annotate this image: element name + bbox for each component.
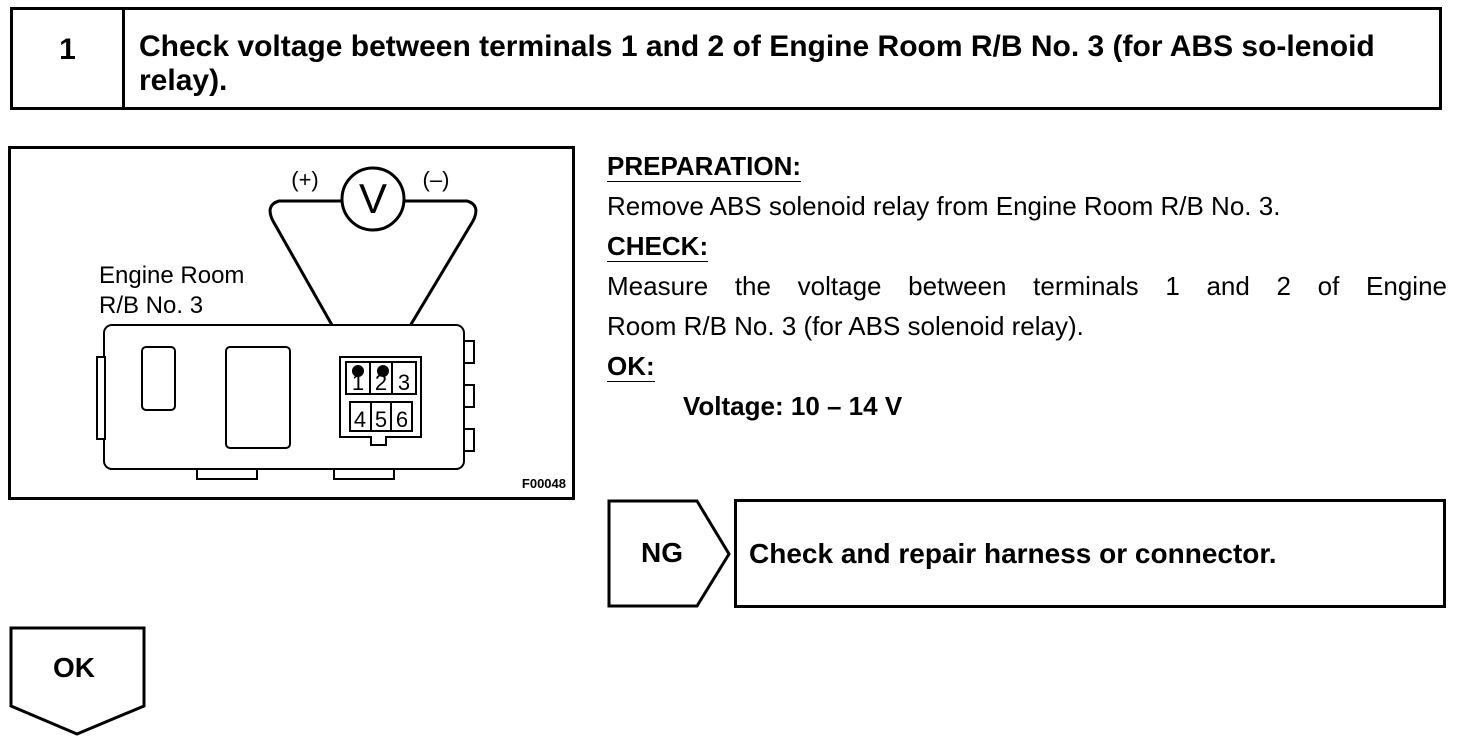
check-text-line1: Measure the voltage between terminals 1 … xyxy=(607,271,1447,301)
preparation-text: Remove ABS solenoid relay from Engine Ro… xyxy=(607,191,1281,221)
ng-action-text: Check and repair harness or connector. xyxy=(749,538,1277,569)
fuse-slot xyxy=(141,346,176,411)
ok-spec-value: Voltage: 10 – 14 V xyxy=(683,391,903,421)
block-foot xyxy=(196,468,258,480)
check-heading: CHECK: xyxy=(607,231,709,262)
component-label: Engine Room R/B No. 3 xyxy=(99,261,244,321)
relay-slot xyxy=(225,346,291,449)
wiring-figure: V (+) (–) 1 2 3 4 5 6 Engine Room R/B N xyxy=(8,146,575,500)
check-text-line2: Room R/B No. 3 (for ABS solenoid relay). xyxy=(607,311,1084,341)
terminal-3-label: 3 xyxy=(398,370,410,395)
ok-label: OK xyxy=(53,652,95,683)
negative-probe-tip xyxy=(377,365,389,377)
positive-probe-tip xyxy=(352,365,364,377)
ng-label: NG xyxy=(641,537,683,568)
step-number: 1 xyxy=(13,10,125,107)
terminal-4-label: 4 xyxy=(354,407,366,432)
figure-code: F00048 xyxy=(521,476,566,491)
ng-action-box: Check and repair harness or connector. xyxy=(734,499,1446,608)
block-clip xyxy=(463,428,475,452)
ok-arrow-icon xyxy=(9,626,146,736)
ng-arrow-icon xyxy=(607,499,731,608)
negative-lead xyxy=(381,199,478,372)
relay-block-diagram: V (+) (–) 1 2 3 4 5 6 xyxy=(96,166,478,480)
plus-probe-label: (+) xyxy=(291,167,319,192)
block-side-tab xyxy=(96,356,106,440)
positive-lead xyxy=(268,199,360,372)
component-label-line1: Engine Room xyxy=(99,262,245,289)
voltmeter-symbol: V xyxy=(359,175,387,222)
ok-branch: OK xyxy=(9,626,149,743)
step-title: Check voltage between terminals 1 and 2 … xyxy=(139,30,1375,97)
minus-probe-label: (–) xyxy=(423,167,450,192)
voltmeter-icon xyxy=(340,166,406,232)
block-foot xyxy=(333,468,395,480)
preparation-heading: PREPARATION: xyxy=(607,151,802,182)
component-label-line2: R/B No. 3 xyxy=(99,292,204,319)
terminal-6-label: 6 xyxy=(396,407,408,432)
terminal-5-label: 5 xyxy=(375,407,387,432)
ok-heading: OK: xyxy=(607,351,655,382)
terminal-3 xyxy=(391,361,417,395)
instructions: PREPARATION: Remove ABS solenoid relay f… xyxy=(607,146,1447,426)
step-header: 1 Check voltage between terminals 1 and … xyxy=(10,7,1442,110)
block-clip xyxy=(463,340,475,364)
terminal-1-label: 1 xyxy=(352,370,364,395)
terminal-6 xyxy=(390,401,413,432)
block-clip xyxy=(463,384,475,408)
